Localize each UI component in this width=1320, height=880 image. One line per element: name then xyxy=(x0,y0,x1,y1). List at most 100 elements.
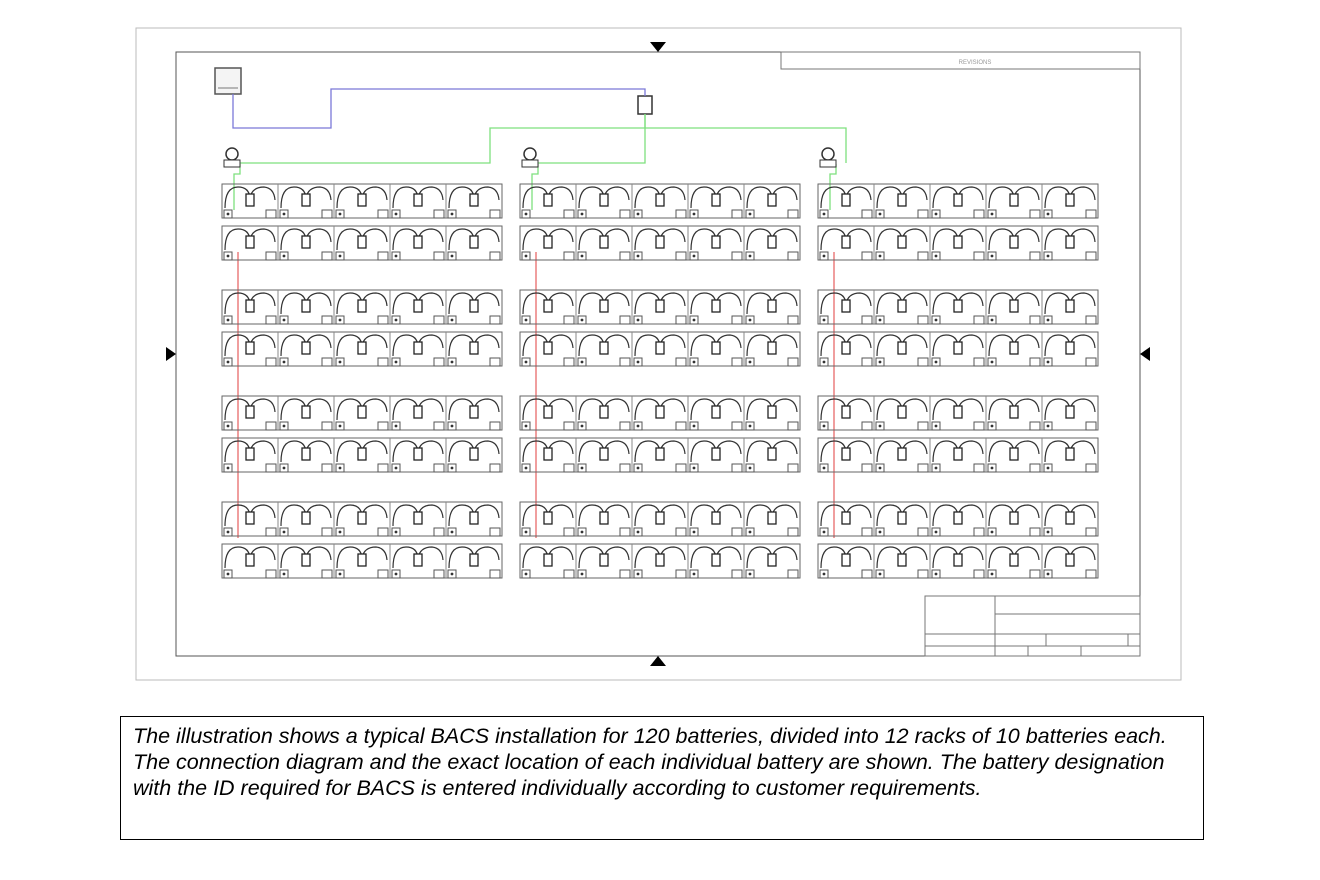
battery xyxy=(687,396,743,431)
battery-rack-strip xyxy=(519,437,801,473)
battery xyxy=(687,226,743,261)
battery xyxy=(873,332,929,367)
battery xyxy=(819,334,873,367)
battery xyxy=(223,186,277,219)
battery-rack-strip xyxy=(221,437,503,473)
battery xyxy=(687,544,743,579)
battery xyxy=(445,438,501,473)
battery xyxy=(333,544,389,579)
battery xyxy=(1041,502,1097,537)
arrow-top-icon xyxy=(650,42,666,52)
battery xyxy=(445,544,501,579)
battery xyxy=(575,184,631,219)
battery xyxy=(389,226,445,261)
battery xyxy=(929,396,985,431)
battery xyxy=(223,398,277,431)
battery xyxy=(521,292,575,325)
battery xyxy=(743,226,799,261)
battery xyxy=(929,226,985,261)
battery xyxy=(687,184,743,219)
battery xyxy=(819,546,873,579)
battery xyxy=(333,396,389,431)
battery xyxy=(389,544,445,579)
battery xyxy=(223,546,277,579)
title-block xyxy=(924,595,1141,657)
battery xyxy=(743,332,799,367)
battery xyxy=(445,502,501,537)
battery xyxy=(277,332,333,367)
battery-rack-strip xyxy=(519,501,801,537)
battery-rack-strip xyxy=(817,225,1099,261)
battery xyxy=(985,290,1041,325)
battery-rack-strip xyxy=(519,183,801,219)
battery xyxy=(929,544,985,579)
sensor-cable xyxy=(538,114,646,164)
battery xyxy=(631,226,687,261)
battery xyxy=(575,438,631,473)
battery xyxy=(389,438,445,473)
battery xyxy=(575,290,631,325)
battery xyxy=(277,290,333,325)
battery xyxy=(333,438,389,473)
battery xyxy=(521,334,575,367)
bacs-module-icon xyxy=(223,147,241,168)
battery xyxy=(389,332,445,367)
battery xyxy=(389,396,445,431)
battery xyxy=(521,504,575,537)
sheet-border xyxy=(135,27,1182,681)
battery xyxy=(389,184,445,219)
battery xyxy=(929,290,985,325)
battery-rack-strip xyxy=(519,225,801,261)
battery-rack-strip xyxy=(221,395,503,431)
battery-rack-strip xyxy=(221,225,503,261)
battery xyxy=(521,440,575,473)
bacs-gateway xyxy=(214,67,242,95)
center-arrows xyxy=(166,42,1150,666)
battery xyxy=(819,228,873,261)
battery xyxy=(819,186,873,219)
battery-rack-strip xyxy=(221,543,503,579)
battery xyxy=(445,332,501,367)
battery xyxy=(277,226,333,261)
battery-rack-strip xyxy=(519,331,801,367)
revisions-label: REVISIONS xyxy=(959,60,992,66)
battery-rack-strip xyxy=(817,289,1099,325)
battery xyxy=(1041,438,1097,473)
battery xyxy=(445,396,501,431)
battery xyxy=(1041,226,1097,261)
battery xyxy=(819,504,873,537)
battery xyxy=(1041,184,1097,219)
battery xyxy=(223,292,277,325)
battery xyxy=(1041,544,1097,579)
battery xyxy=(521,186,575,219)
battery xyxy=(1041,290,1097,325)
battery-rack-strip xyxy=(817,437,1099,473)
battery xyxy=(223,334,277,367)
battery-rack-strip xyxy=(221,289,503,325)
battery xyxy=(819,440,873,473)
battery xyxy=(873,290,929,325)
battery xyxy=(873,226,929,261)
battery xyxy=(333,332,389,367)
battery xyxy=(333,290,389,325)
battery-rack-strip xyxy=(221,183,503,219)
battery xyxy=(277,438,333,473)
battery xyxy=(575,396,631,431)
bacs-installation-drawing: REVISIONS xyxy=(135,27,1182,681)
battery xyxy=(631,184,687,219)
battery xyxy=(333,184,389,219)
battery-rack-strip xyxy=(519,395,801,431)
battery-rack-strip xyxy=(817,543,1099,579)
bacs-controller xyxy=(637,95,653,115)
battery xyxy=(743,396,799,431)
battery xyxy=(743,184,799,219)
battery-rack-strip xyxy=(519,543,801,579)
bacs-module-icon xyxy=(521,147,539,168)
battery xyxy=(985,438,1041,473)
battery xyxy=(687,332,743,367)
battery-rack-strip xyxy=(817,501,1099,537)
battery xyxy=(333,502,389,537)
battery xyxy=(743,290,799,325)
battery xyxy=(333,226,389,261)
battery xyxy=(985,332,1041,367)
